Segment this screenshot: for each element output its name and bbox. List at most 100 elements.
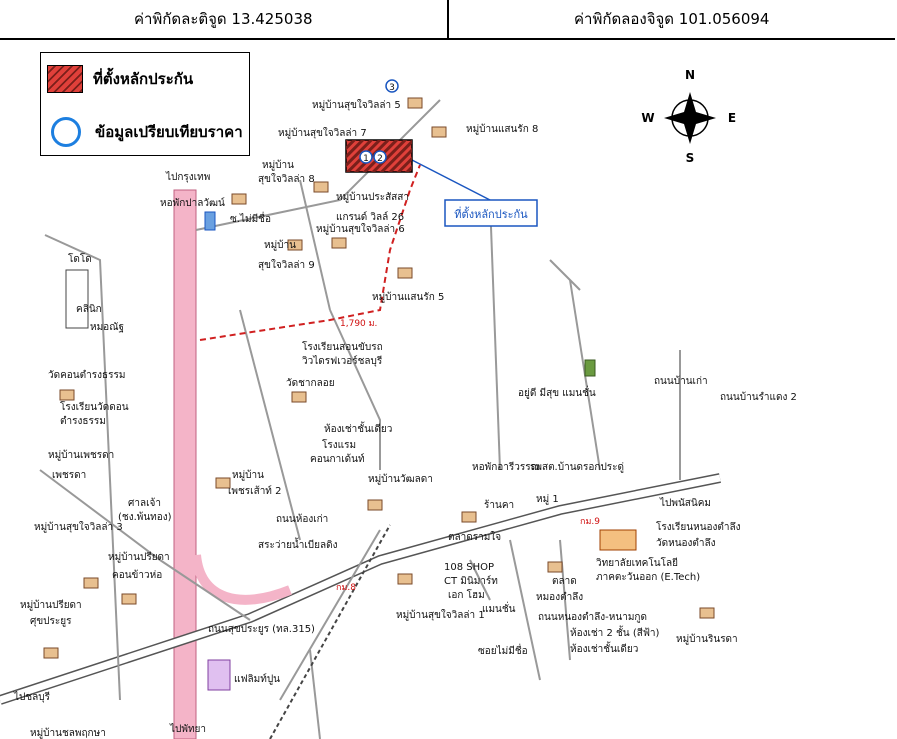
svg-text:วัดชากลอย: วัดชากลอย [286, 378, 335, 389]
svg-text:หมู่บ้านปรียดา: หมู่บ้านปรียดา [108, 551, 170, 563]
svg-text:ตลาดรามใจ: ตลาดรามใจ [448, 531, 501, 543]
compass-icon: N S W E [641, 68, 736, 165]
svg-text:โรงแรม: โรงแรม [322, 438, 356, 451]
location-map: ที่ตั้งหลักประกัน 1 2 3 N S W E [0, 68, 797, 739]
svg-text:คอนข้าวห่อ: คอนข้าวห่อ [112, 569, 162, 581]
hatch-swatch [47, 65, 83, 93]
legend-collateral: ที่ตั้งหลักประกัน [47, 65, 193, 93]
svg-text:หมู่บ้านปรียดา: หมู่บ้านปรียดา [20, 599, 82, 611]
svg-text:วัดหนองตำลึง: วัดหนองตำลึง [656, 537, 716, 549]
apartment-icon [584, 359, 596, 377]
svg-text:แกรนด์ วิลล์ 26: แกรนด์ วิลล์ 26 [336, 211, 404, 223]
svg-text:หมอณัฐ: หมอณัฐ [90, 322, 124, 333]
svg-text:คลินิก: คลินิก [76, 304, 102, 315]
svg-text:หมู่บ้านสุขใจวิลล่า 3: หมู่บ้านสุขใจวิลล่า 3 [34, 521, 123, 533]
svg-text:หมองตำลึง: หมองตำลึง [536, 591, 583, 603]
svg-text:หอพักปาลวัฒน์: หอพักปาลวัฒน์ [160, 197, 225, 209]
svg-text:หมู่บ้านแสนรัก 8: หมู่บ้านแสนรัก 8 [466, 123, 538, 135]
pump-icon [207, 659, 231, 691]
svg-text:หมู่บ้านแสนรัก 5: หมู่บ้านแสนรัก 5 [372, 291, 444, 303]
circle-swatch [51, 117, 81, 147]
svg-text:หมู่บ้านสุขใจวิลล่า 7: หมู่บ้านสุขใจวิลล่า 7 [278, 127, 367, 139]
clinic-icon [65, 269, 89, 329]
svg-text:ไปชลบุรี: ไปชลบุรี [13, 691, 51, 703]
svg-text:3: 3 [389, 83, 395, 93]
svg-text:วิทยาลัยเทคโนโลยี: วิทยาลัยเทคโนโลยี [596, 556, 678, 569]
college-icon [599, 529, 637, 551]
svg-text:สุขใจวิลล่า 9: สุขใจวิลล่า 9 [258, 259, 315, 271]
svg-text:หมู่บ้าน: หมู่บ้าน [264, 239, 296, 251]
svg-text:แฟลิมท์ปูน: แฟลิมท์ปูน [234, 673, 280, 685]
svg-text:CT มินิมาร์ท: CT มินิมาร์ท [444, 575, 498, 587]
svg-text:หมู่บ้านสุขใจวิลล่า 1: หมู่บ้านสุขใจวิลล่า 1 [396, 609, 485, 621]
callout-box [444, 199, 538, 227]
svg-text:หมู่บ้านสุขใจวิลล่า 5: หมู่บ้านสุขใจวิลล่า 5 [312, 99, 401, 111]
svg-text:หมู่บ้านวัฒลดา: หมู่บ้านวัฒลดา [368, 473, 433, 485]
dorm-icon [204, 211, 216, 231]
svg-text:เพชรเส้าท์ 2: เพชรเส้าท์ 2 [228, 485, 281, 497]
callout-text: ที่ตั้งหลักประกัน [454, 206, 528, 221]
svg-text:ถนนบ้านรำแดง 2: ถนนบ้านรำแดง 2 [720, 391, 797, 403]
svg-text:ถนนหนองตำลึง-หนามกูด: ถนนหนองตำลึง-หนามกูด [538, 611, 647, 623]
svg-text:หมู่บ้าน: หมู่บ้าน [262, 159, 294, 171]
svg-text:กม.8: กม.8 [336, 583, 356, 593]
svg-text:ถนนบ้านเก่า: ถนนบ้านเก่า [654, 375, 708, 387]
svg-text:1: 1 [363, 154, 369, 164]
svg-text:W: W [641, 111, 654, 125]
svg-text:ซ.ไม่มีชื่อ: ซ.ไม่มีชื่อ [230, 211, 271, 225]
railway [269, 524, 391, 739]
svg-text:วิวไดรฟเวอร์ชลบุรี: วิวไดรฟเวอร์ชลบุรี [302, 355, 383, 367]
latitude-text: ค่าพิกัดละติจูด 13.425038 [133, 10, 313, 28]
svg-text:หมู่ 1: หมู่ 1 [536, 494, 559, 505]
svg-text:(ชง.พ้นทอง): (ชง.พ้นทอง) [118, 511, 172, 523]
svg-text:วัดคอนตำรงธรรม: วัดคอนตำรงธรรม [48, 370, 125, 381]
svg-text:หอพักอารีวรรณ: หอพักอารีวรรณ [472, 461, 540, 473]
svg-text:หมู่บ้านประสัสสา: หมู่บ้านประสัสสา [336, 191, 409, 203]
longitude-text: ค่าพิกัดลองจิจูด 101.056094 [446, 0, 896, 38]
svg-text:E: E [728, 111, 736, 125]
svg-text:เพชรดา: เพชรดา [52, 470, 86, 481]
svg-text:โรงเรียนสอนขับรถ: โรงเรียนสอนขับรถ [302, 340, 383, 353]
ramp [191, 554, 292, 605]
house-icons [43, 97, 715, 659]
svg-text:โรงเรียนหนองตำลึง: โรงเรียนหนองตำลึง [656, 520, 741, 533]
svg-text:2: 2 [377, 154, 383, 164]
svg-text:108 SHOP: 108 SHOP [444, 562, 494, 573]
svg-text:โรงเรียนวัดดอน: โรงเรียนวัดดอน [60, 400, 129, 413]
svg-text:หมู่บ้านชลพฤกษา: หมู่บ้านชลพฤกษา [30, 727, 106, 739]
svg-text:ตลาด: ตลาด [552, 576, 577, 587]
svg-text:กม.9: กม.9 [580, 517, 600, 527]
svg-text:ไปพนัสนิคม: ไปพนัสนิคม [659, 497, 711, 509]
svg-text:ถนนสุขประยูร (ทล.315): ถนนสุขประยูร (ทล.315) [208, 624, 315, 635]
svg-text:ห้องเช่าชั้นเดียว: ห้องเช่าชั้นเดียว [324, 421, 392, 435]
coordinates-bar: ค่าพิกัดละติจูด 13.425038 ค่าพิกัดลองจิจ… [0, 0, 895, 40]
svg-text:ไปพัทยา: ไปพัทยา [169, 723, 206, 735]
map-legend: ที่ตั้งหลักประกัน ข้อมูลเปรียบเทียบราคา [40, 52, 250, 156]
legend-comparison: ข้อมูลเปรียบเทียบราคา [47, 117, 243, 147]
svg-text:รพสต.บ้านดรอกประดู่: รพสต.บ้านดรอกประดู่ [530, 461, 624, 473]
marker-2 [373, 150, 387, 164]
svg-text:ตำรงธรรม: ตำรงธรรม [60, 416, 106, 427]
svg-text:หมู่บ้าน: หมู่บ้าน [232, 469, 264, 481]
svg-text:อยู่ดี มีสุข แมนชั่น: อยู่ดี มีสุข แมนชั่น [518, 385, 596, 399]
svg-text:1,790 ม.: 1,790 ม. [340, 319, 377, 329]
svg-text:แมนชั่น: แมนชั่น [482, 601, 516, 615]
svg-text:N: N [685, 68, 695, 82]
svg-text:ซอยไม่มีชื่อ: ซอยไม่มีชื่อ [478, 643, 528, 657]
svg-text:เอก โฮม: เอก โฮม [448, 588, 485, 601]
svg-text:ศุขประยูร: ศุขประยูร [30, 616, 72, 627]
svg-text:ศาลเจ้า: ศาลเจ้า [128, 497, 161, 509]
svg-text:โดโด: โดโด [68, 252, 92, 265]
svg-text:ร้านคา: ร้านคา [484, 499, 514, 511]
svg-text:S: S [686, 151, 695, 165]
svg-text:ห้องเช่าชั้นเดียว: ห้องเช่าชั้นเดียว [570, 641, 638, 655]
main-highway [173, 189, 197, 739]
svg-text:สุขใจวิลล่า 8: สุขใจวิลล่า 8 [258, 173, 315, 185]
svg-text:หมู่บ้านสุขใจวิลล่า 6: หมู่บ้านสุขใจวิลล่า 6 [316, 223, 405, 235]
svg-text:สระว่ายน้ำเบียลดิง: สระว่ายน้ำเบียลดิง [258, 537, 338, 551]
svg-text:หมู่บ้านเพชรดา: หมู่บ้านเพชรดา [48, 449, 114, 461]
marker-1 [359, 150, 373, 164]
svg-text:หมู่บ้านรินรดา: หมู่บ้านรินรดา [676, 633, 738, 645]
svg-text:ถนนห้องเก่า: ถนนห้องเก่า [276, 513, 328, 525]
marker-3 [385, 79, 399, 93]
